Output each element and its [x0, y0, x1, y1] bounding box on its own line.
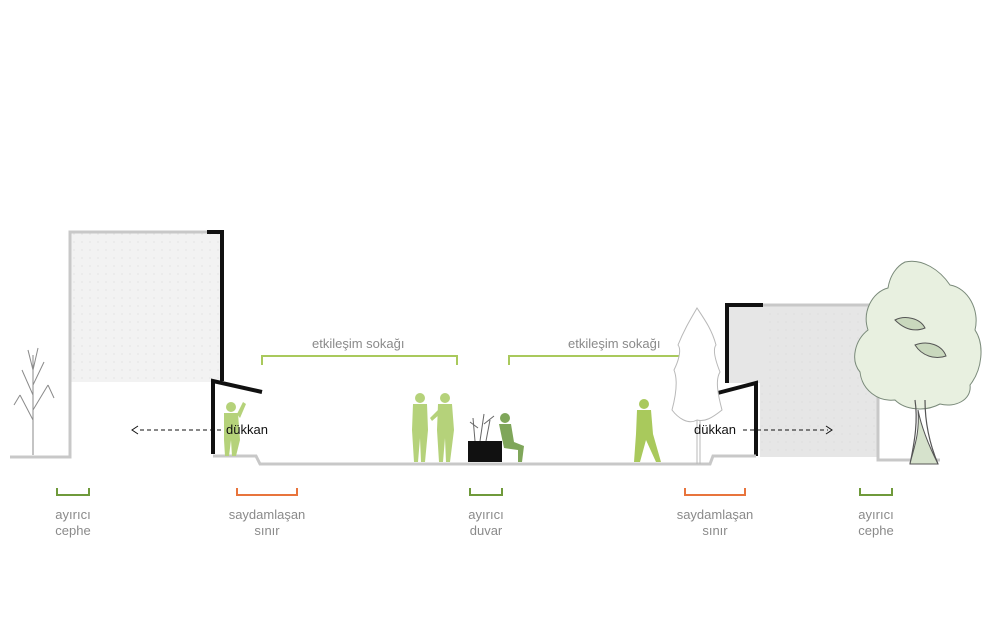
legend-label-2: saydamlaşan sınır	[228, 507, 306, 538]
person-icon	[499, 413, 524, 462]
shop-arrow-right	[743, 425, 833, 435]
zone-label-right: etkileşim sokağı	[568, 336, 661, 351]
legend-bracket-1	[56, 488, 90, 496]
bare-tree-icon	[13, 347, 55, 455]
right-shop-facade	[709, 303, 763, 456]
planter-bench-icon	[468, 413, 502, 462]
ground-line	[213, 454, 756, 466]
person-icon	[430, 393, 454, 462]
legend-bracket-4	[684, 488, 746, 496]
person-icon	[412, 393, 428, 462]
right-building	[727, 303, 940, 462]
leafy-tree-icon	[854, 260, 982, 465]
shop-arrow-left	[131, 425, 228, 435]
conifer-tree-icon	[671, 307, 723, 464]
zone-bracket-left	[261, 355, 458, 365]
zone-label-left: etkileşim sokağı	[312, 336, 405, 351]
legend-label-5: ayırıcı cephe	[858, 507, 894, 538]
person-icon	[634, 399, 661, 462]
legend-label-4: saydamlaşan sınır	[676, 507, 754, 538]
left-building	[10, 230, 220, 459]
legend-label-3: ayırıcı duvar	[468, 507, 504, 538]
legend-bracket-2	[236, 488, 298, 496]
zone-bracket-right	[508, 355, 705, 365]
shop-label-left: dükkan	[226, 422, 268, 437]
legend-label-1: ayırıcı cephe	[55, 507, 91, 538]
legend-bracket-5	[859, 488, 893, 496]
shop-label-right: dükkan	[694, 422, 736, 437]
legend-bracket-3	[469, 488, 503, 496]
person-icon	[224, 402, 246, 456]
